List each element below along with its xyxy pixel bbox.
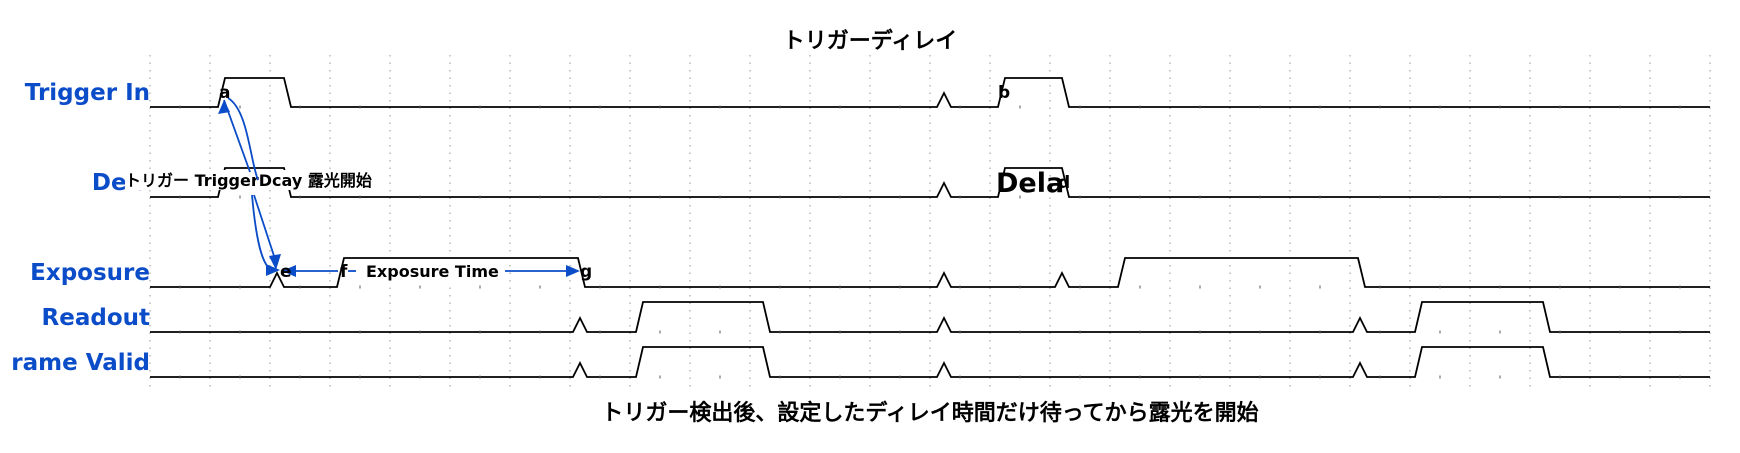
arrow-a-to-e [227,97,259,181]
marker-e: e [280,262,292,282]
marker-a: a [219,83,230,103]
event-markers: a b d e f g [219,83,1070,282]
waveform-frame-valid [150,346,1710,378]
marker-b: b [998,83,1010,103]
diagram-caption: トリガー検出後、設定したディレイ時間だけ待ってから露光を開始 [601,400,1258,426]
arrows [218,97,580,277]
arrowhead-icon [282,265,296,277]
waveforms [150,77,1710,379]
signal-label-trigger-in: Trigger In [25,80,150,106]
arrow-delay-to-e-2 [251,194,273,271]
delay-annotation-bg [125,170,377,190]
arrowhead-icon [266,264,280,276]
grid-lines [149,55,1711,390]
waveform-exposure [150,257,1710,288]
arrowhead-icon [566,265,580,277]
diagram-title: トリガーディレイ [783,28,957,54]
marker-d: d [1058,173,1070,193]
signal-label-readout: Readout [42,305,150,331]
marker-g: g [580,262,592,282]
arrow-delay-to-e-1 [253,194,277,263]
waveform-delay [150,167,1710,198]
annotations: トリガー TriggerDcay 露光開始 Dela Exposure Time [125,168,1064,282]
exposure-time-label: Exposure Time [366,262,499,281]
waveform-readout [150,301,1710,333]
exposure-time-bg [362,262,502,282]
arrowhead-icon [269,254,281,270]
waveform-trigger-in [150,77,1710,108]
arrowhead-icon [218,100,230,114]
signal-label-frame-valid: rame Valid [11,350,150,376]
marker-f: f [340,262,348,282]
signal-label-exposure: Exposure [30,260,150,286]
delay-annotation-large: Dela [996,168,1064,199]
delay-annotation-text: トリガー TriggerDcay 露光開始 [125,171,372,190]
